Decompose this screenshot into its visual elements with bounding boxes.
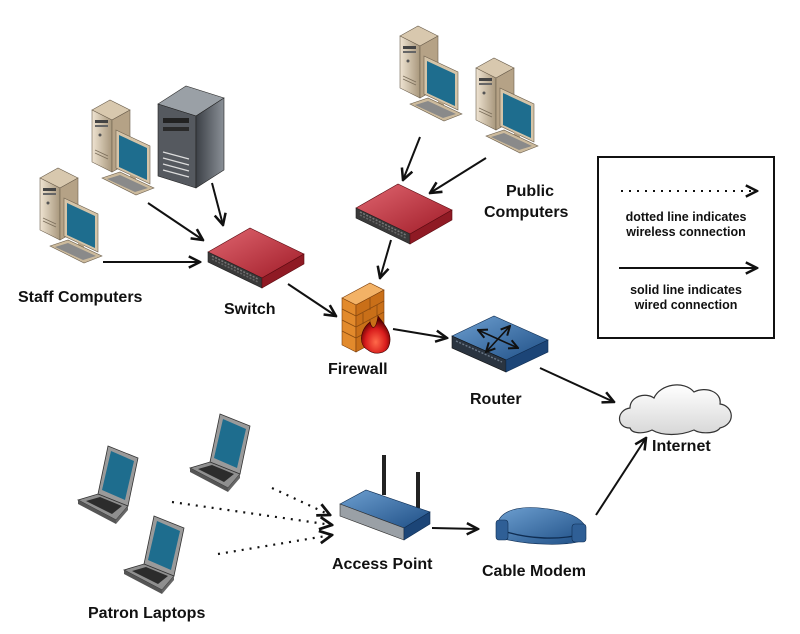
edge-public1-pswitch — [403, 136, 421, 180]
legend-wireless-line1: dotted line indicates — [625, 210, 747, 224]
legend-lines — [619, 158, 773, 337]
edge-laptop2-ap — [271, 487, 330, 515]
label-router: Router — [470, 391, 522, 408]
connection-lines — [103, 136, 646, 556]
public-computer-2 — [475, 57, 539, 154]
label-staff-computers: Staff Computers — [18, 289, 143, 306]
cable-modem-icon — [495, 507, 587, 545]
label-public-computers-line1: Public — [505, 183, 554, 200]
edge-server-switch — [211, 182, 223, 225]
network-switch-icon — [207, 227, 305, 289]
label-firewall: Firewall — [328, 361, 388, 378]
edge-laptop1-ap — [171, 500, 332, 525]
edge-ap-modem — [431, 528, 478, 529]
label-cable-modem: Cable Modem — [482, 563, 587, 580]
edge-switch-firewall — [287, 283, 336, 316]
edge-staff2-switch — [147, 202, 203, 240]
staff-computer-1 — [39, 167, 103, 264]
edge-public2-pswitch — [430, 157, 487, 193]
firewall-icon — [341, 282, 391, 354]
edge-router-internet — [539, 367, 614, 402]
label-public-computers-line2: Computers — [484, 204, 569, 221]
laptop-2 — [189, 413, 251, 493]
server-tower-icon — [157, 85, 225, 189]
label-internet: Internet — [652, 438, 711, 455]
public-switch-icon — [355, 183, 453, 245]
legend-wired-line2: wired connection — [634, 298, 738, 312]
legend-box: dotted line indicates wireless connectio… — [597, 156, 775, 339]
staff-computer-2 — [91, 99, 155, 196]
legend-wired-line1: solid line indicates — [630, 283, 742, 297]
label-access-point: Access Point — [332, 556, 433, 573]
edge-firewall-router — [392, 328, 447, 338]
wireless-access-point-icon — [339, 455, 431, 541]
label-patron-laptops: Patron Laptops — [88, 605, 206, 622]
laptop-1 — [77, 445, 139, 525]
label-switch: Switch — [224, 301, 276, 318]
laptop-3 — [123, 515, 185, 595]
router-icon — [451, 315, 549, 373]
edge-pswitch-firewall — [380, 239, 392, 278]
edge-modem-internet — [595, 438, 646, 516]
public-computer-1 — [399, 25, 463, 122]
legend-wireless-line2: wireless connection — [626, 225, 746, 239]
cloud-icon — [618, 384, 732, 436]
edge-laptop3-ap — [217, 535, 332, 556]
